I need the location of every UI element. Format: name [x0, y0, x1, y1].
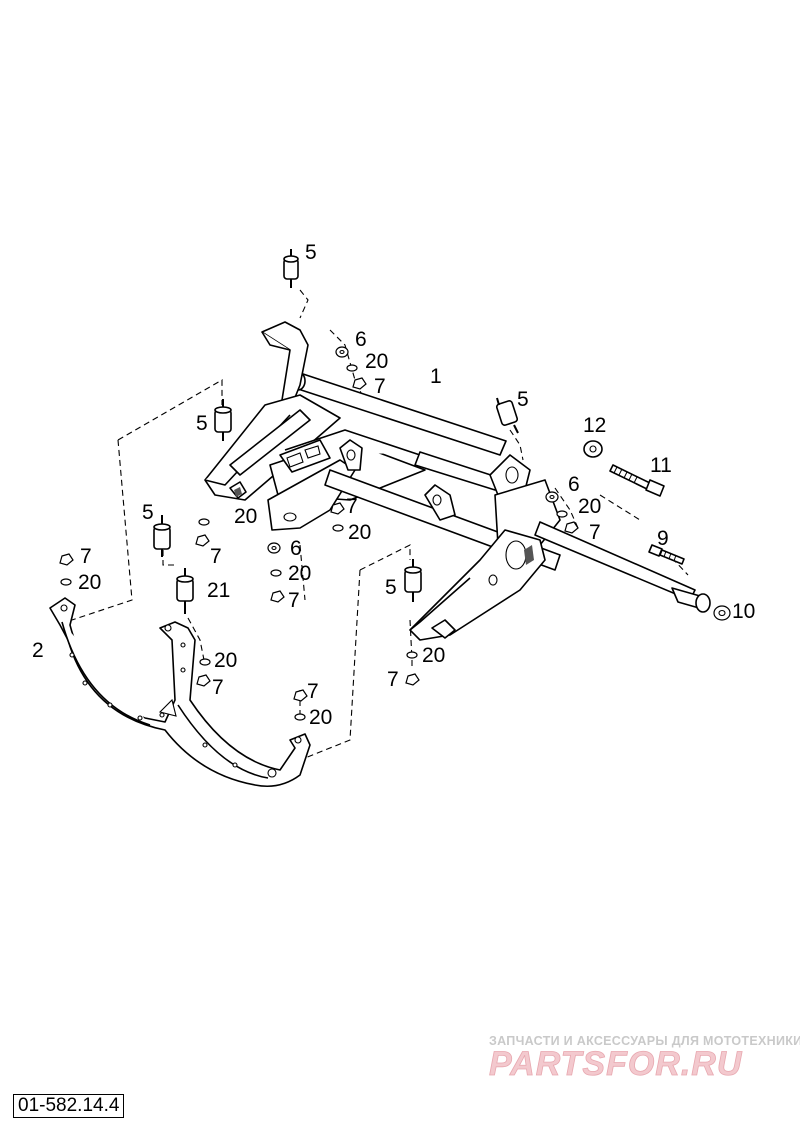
callout-20-lower-c: 20 [309, 706, 332, 729]
callout-7-top: 7 [374, 375, 386, 398]
watermark-tagline: ЗАПЧАСТИ И АКСЕССУАРЫ ДЛЯ МОТОТЕХНИКИ [489, 1034, 800, 1048]
part-9-bolt [648, 544, 685, 565]
callout-20-left-b: 20 [78, 571, 101, 594]
rubber-mount-left [214, 399, 232, 441]
part-12-spacer [583, 440, 603, 458]
callout-1: 1 [430, 365, 442, 388]
callout-5-right: 5 [517, 388, 529, 411]
part-11-bolt [609, 464, 665, 497]
callout-21: 21 [207, 579, 230, 602]
callout-6-right: 6 [568, 473, 580, 496]
callout-5-lower-left: 5 [142, 501, 154, 524]
callout-7-mid-b: 7 [288, 589, 300, 612]
main-frame [204, 321, 696, 641]
callout-7-lower-b: 7 [387, 668, 399, 691]
rubber-mount-top [283, 249, 299, 288]
part-2-bracket [49, 597, 311, 788]
rubber-mount-center [404, 559, 422, 602]
callout-6-center: 6 [290, 537, 302, 560]
callout-11: 11 [650, 454, 672, 477]
callout-20-lower-b: 20 [422, 644, 445, 667]
watermark: ЗАПЧАСТИ И АКСЕССУАРЫ ДЛЯ МОТОТЕХНИКИ PA… [489, 1034, 800, 1083]
callout-7-left-b: 7 [80, 545, 92, 568]
drawing-code: 01-582.14.4 [13, 1094, 125, 1118]
fasteners [59, 346, 579, 721]
callout-7-right: 7 [589, 521, 601, 544]
callout-5-top: 5 [305, 241, 317, 264]
rubber-mount-21 [176, 568, 194, 614]
callout-20-right: 20 [578, 495, 601, 518]
callout-5-center: 5 [385, 576, 397, 599]
callout-7-mid-a: 7 [346, 495, 358, 518]
callout-7-lower-c: 7 [307, 680, 319, 703]
callout-20-mid-b: 20 [288, 562, 311, 585]
callout-7-lower-a: 7 [212, 676, 224, 699]
callout-12: 12 [583, 414, 606, 437]
callout-7-left-a: 7 [210, 545, 222, 568]
callout-9: 9 [657, 527, 669, 550]
callout-2: 2 [32, 639, 44, 662]
rubber-mount-right [495, 397, 519, 434]
callout-10: 10 [732, 600, 755, 623]
callout-5-left: 5 [196, 412, 208, 435]
callout-20-mid-a: 20 [348, 521, 371, 544]
part-10-cap [671, 587, 731, 621]
callout-6-top: 6 [355, 328, 367, 351]
rubber-mount-lower-left [153, 515, 171, 557]
callouts: 1 2 5 5 5 5 5 6 6 6 20 7 20 7 20 7 7 20 … [32, 241, 755, 729]
callout-20-lower-a: 20 [214, 649, 237, 672]
callout-20-top: 20 [365, 350, 388, 373]
callout-20-left-a: 20 [234, 505, 257, 528]
watermark-logo: PARTSFOR.RU [489, 1045, 743, 1083]
